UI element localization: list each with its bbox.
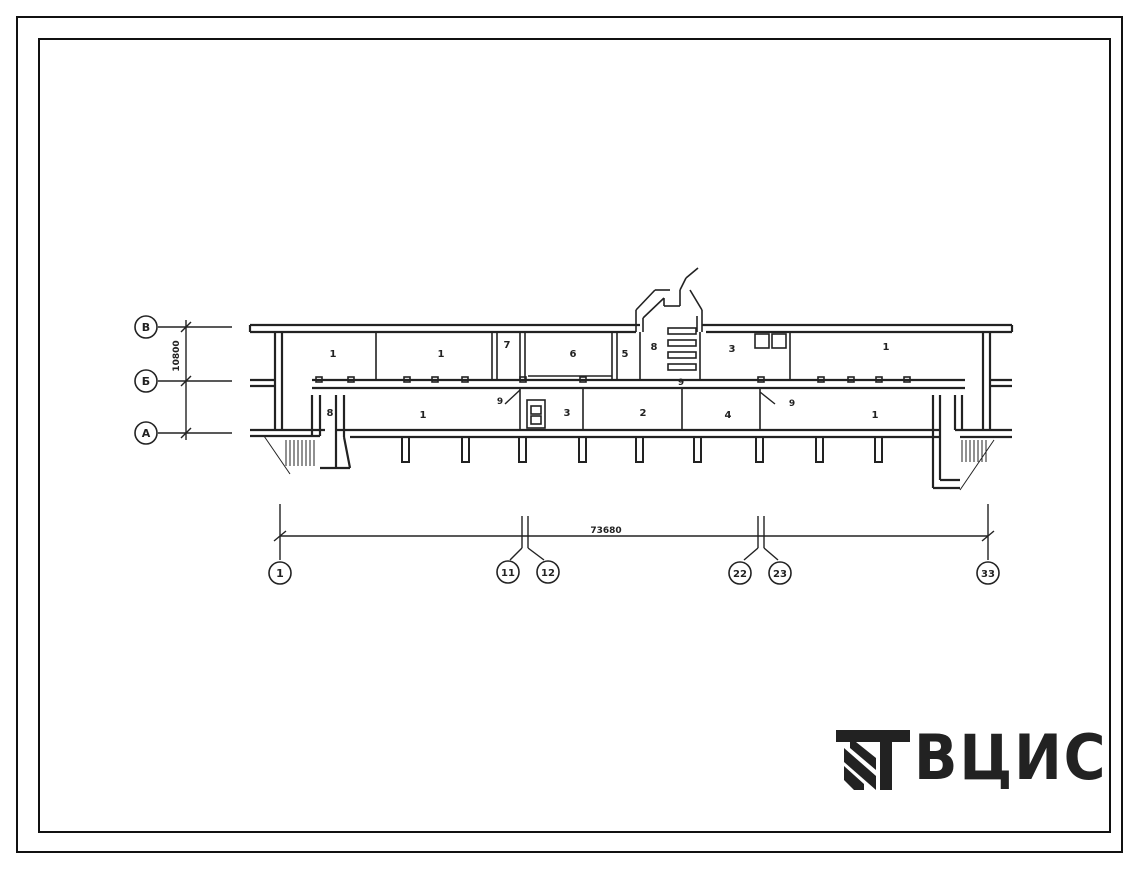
inner-frame bbox=[38, 38, 1111, 833]
axis-bubble-b bbox=[134, 369, 158, 393]
axis-label-33: 33 bbox=[981, 569, 995, 580]
partitions bbox=[375, 267, 791, 430]
axis-bubble-12 bbox=[536, 560, 560, 584]
building-walls bbox=[248, 323, 1014, 490]
axis-label-11: 11 bbox=[501, 568, 515, 579]
room-label: 6 bbox=[570, 349, 577, 360]
dim-text-vertical: 10800 bbox=[172, 340, 182, 371]
room-label: 1 bbox=[872, 410, 879, 421]
room-label: 7 bbox=[504, 340, 511, 351]
room-label: 1 bbox=[438, 349, 445, 360]
axis-label-22: 22 bbox=[733, 569, 747, 580]
room-label: 5 bbox=[622, 349, 629, 360]
axis-bubble-a bbox=[134, 421, 158, 445]
room-label: 9 bbox=[789, 399, 795, 409]
room-label: 3 bbox=[729, 344, 736, 355]
axis-bubble-23 bbox=[768, 561, 792, 585]
dim-text-horizontal: 73680 bbox=[590, 526, 621, 536]
axis-bubble-1 bbox=[268, 561, 292, 585]
stair-hatching bbox=[263, 435, 995, 491]
axis-label-12: 12 bbox=[541, 568, 555, 579]
axis-label-1: 1 bbox=[276, 567, 284, 580]
room-label: 9 bbox=[678, 378, 684, 388]
room-label: 2 bbox=[640, 408, 647, 419]
axis-bubble-22 bbox=[728, 561, 752, 585]
axis-label-v: В bbox=[142, 321, 150, 334]
tpp-emblem-icon bbox=[836, 730, 910, 790]
axis-label-b: Б bbox=[142, 375, 150, 388]
room-label: 9 bbox=[497, 397, 503, 407]
room-label: 8 bbox=[651, 342, 658, 353]
axis-label-a: А bbox=[142, 427, 151, 440]
axis-bubble-33 bbox=[976, 561, 1000, 585]
pilasters bbox=[401, 436, 883, 463]
room-label: 8 bbox=[327, 408, 334, 419]
room-label: 3 bbox=[564, 408, 571, 419]
room-label: 1 bbox=[420, 410, 427, 421]
logo-text: ВЦИС bbox=[914, 721, 1108, 794]
corridor-columns bbox=[315, 376, 911, 383]
room-label: 4 bbox=[725, 410, 732, 421]
axis-bubble-11 bbox=[496, 560, 520, 584]
logo: ВЦИС bbox=[836, 724, 1106, 796]
axis-label-23: 23 bbox=[773, 569, 787, 580]
outer-frame bbox=[16, 16, 1123, 853]
axis-bubble-v bbox=[134, 315, 158, 339]
room-label: 1 bbox=[330, 349, 337, 360]
room-label: 1 bbox=[883, 342, 890, 353]
